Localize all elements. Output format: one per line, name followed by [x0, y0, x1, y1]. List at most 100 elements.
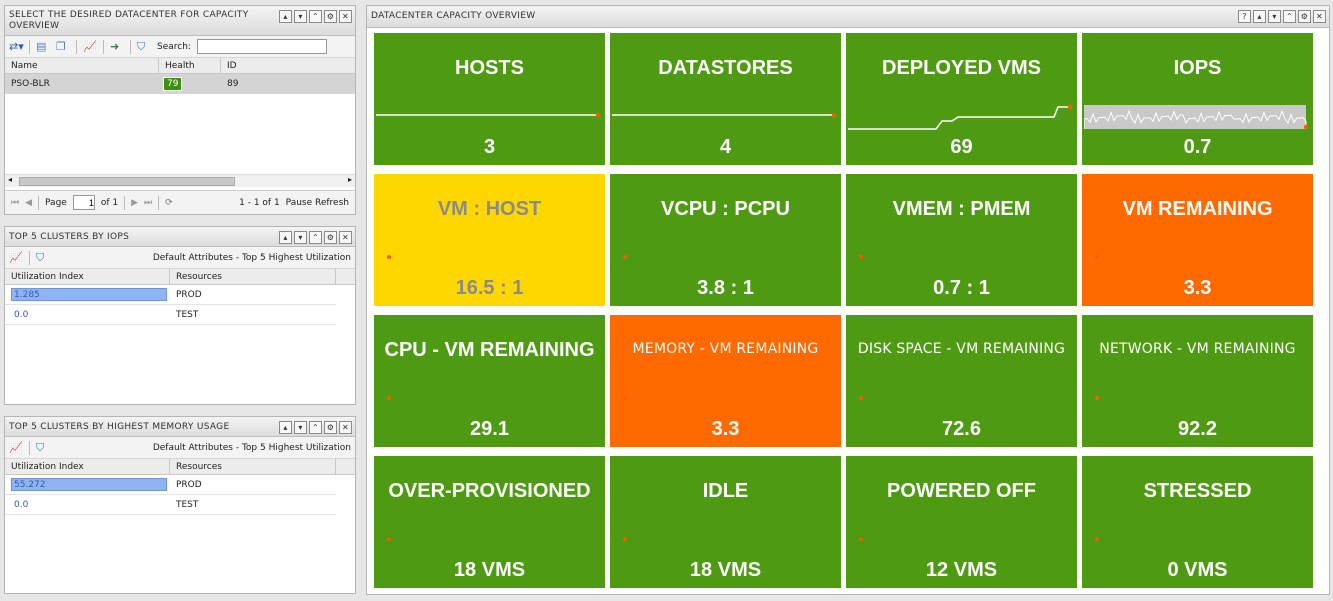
maximize-icon[interactable]: ⌃: [1283, 10, 1296, 23]
column-header-id[interactable]: ID: [227, 61, 237, 71]
chart-icon[interactable]: 📈: [83, 39, 97, 53]
window-controls: ? ▴ ▾ ⌃ ⚙ ✕: [1238, 10, 1326, 23]
window-controls: ▴ ▾ ⌃ ⚙ ✕: [279, 10, 352, 23]
help-icon[interactable]: ?: [1238, 10, 1251, 23]
pause-refresh-button[interactable]: Pause Refresh: [285, 197, 349, 208]
search-label: Search:: [157, 41, 191, 52]
export-icon[interactable]: ▤: [36, 39, 47, 53]
scroll-right-icon[interactable]: ▸: [347, 175, 352, 184]
last-page-icon[interactable]: ⏭: [144, 197, 153, 208]
tile-value: 18 VMS: [689, 559, 762, 581]
table-row[interactable]: 0.0 TEST: [5, 305, 336, 325]
chart-icon[interactable]: 📈: [9, 250, 23, 264]
sparkline: [1084, 105, 1309, 130]
tile-title: MEMORY - VM REMAINING: [632, 341, 819, 357]
prev-page-icon[interactable]: ◀: [25, 197, 33, 208]
table-row[interactable]: 55.272 PROD: [5, 475, 336, 495]
close-icon[interactable]: ✕: [339, 10, 352, 23]
tile-title: CPU - VM REMAINING: [384, 339, 595, 361]
collapse-down-icon[interactable]: ▾: [1268, 10, 1281, 23]
utilization-cell: 0.0: [5, 495, 170, 514]
panel-header: SELECT THE DESIRED DATACENTER FOR CAPACI…: [5, 6, 355, 36]
page-input[interactable]: [72, 195, 95, 210]
sparkline-end-dot: [1303, 124, 1309, 130]
settings-icon[interactable]: ⚙: [1298, 10, 1311, 23]
maximize-icon[interactable]: ⌃: [309, 231, 322, 244]
column-header-resources[interactable]: Resources: [170, 459, 336, 474]
table-row[interactable]: 0.0 TEST: [5, 495, 336, 515]
tile-over-provisioned[interactable]: OVER-PROVISIONED 18 VMS: [374, 456, 605, 588]
next-page-icon[interactable]: ▶: [131, 197, 139, 208]
collapse-up-icon[interactable]: ▴: [279, 421, 292, 434]
close-icon[interactable]: ✕: [339, 231, 352, 244]
maximize-icon[interactable]: ⌃: [309, 421, 322, 434]
link-dropdown-icon[interactable]: ⇄▾: [9, 39, 24, 53]
collapse-up-icon[interactable]: ▴: [1253, 10, 1266, 23]
scroll-left-icon[interactable]: ◂: [8, 175, 13, 184]
collapse-up-icon[interactable]: ▴: [279, 231, 292, 244]
sparkline: [376, 112, 601, 118]
settings-icon[interactable]: ⚙: [324, 231, 337, 244]
collapse-down-icon[interactable]: ▾: [294, 10, 307, 23]
tile-title: STRESSED: [1143, 480, 1252, 502]
close-icon[interactable]: ✕: [1313, 10, 1326, 23]
column-header-resources[interactable]: Resources: [170, 269, 336, 284]
attributes-label: Default Attributes - Top 5 Highest Utili…: [152, 252, 351, 263]
status-dot: [1095, 255, 1099, 259]
navigate-icon[interactable]: ➜: [110, 39, 120, 53]
capacity-overview-panel: DATACENTER CAPACITY OVERVIEW ? ▴ ▾ ⌃ ⚙ ✕…: [366, 5, 1330, 595]
status-dot: [1095, 537, 1099, 541]
table-row[interactable]: 1.285 PROD: [5, 285, 336, 305]
filter-icon[interactable]: ⛉: [36, 250, 45, 264]
horizontal-scrollbar[interactable]: ◂ ▸: [5, 174, 355, 187]
dc-toolbar: ⇄▾ ▤ ❐ 📈 ➜ ⛉ Search:: [5, 36, 355, 58]
filter-icon[interactable]: ⛉: [36, 440, 45, 454]
search-input[interactable]: [196, 39, 327, 54]
collapse-down-icon[interactable]: ▾: [294, 421, 307, 434]
collapse-down-icon[interactable]: ▾: [294, 231, 307, 244]
refresh-icon[interactable]: ⟳: [165, 197, 173, 208]
column-header-name[interactable]: Name: [5, 58, 159, 73]
sparkline-end-dot: [1067, 104, 1073, 110]
tile-vm-remaining[interactable]: VM REMAINING 3.3: [1082, 174, 1313, 306]
tile-value: 18 VMS: [453, 559, 526, 581]
iops-toolbar: 📈 ⛉ Default Attributes - Top 5 Highest U…: [5, 247, 355, 269]
table-row[interactable]: PSO-BLR 79 89: [5, 74, 355, 94]
sparkline: [612, 112, 837, 118]
tile-title: DATASTORES: [658, 57, 793, 79]
copy-icon[interactable]: ❐: [56, 39, 66, 53]
tile-title: OVER-PROVISIONED: [388, 480, 591, 502]
tile-value: 3.3: [1183, 277, 1212, 299]
column-header-utilization[interactable]: Utilization Index: [5, 459, 170, 474]
column-header-health[interactable]: Health: [159, 58, 221, 73]
close-icon[interactable]: ✕: [339, 421, 352, 434]
first-page-icon[interactable]: ⏮: [11, 197, 20, 208]
datacenter-selector-panel: SELECT THE DESIRED DATACENTER FOR CAPACI…: [4, 5, 356, 215]
maximize-icon[interactable]: ⌃: [309, 10, 322, 23]
dc-grid-header: Name Health ID: [5, 58, 355, 74]
settings-icon[interactable]: ⚙: [324, 421, 337, 434]
datacenter-id: 89: [227, 79, 239, 89]
collapse-up-icon[interactable]: ▴: [279, 10, 292, 23]
scroll-thumb[interactable]: [19, 177, 235, 186]
filter-icon[interactable]: ⛉: [137, 39, 146, 53]
tile-title: VM REMAINING: [1122, 198, 1273, 220]
column-header-utilization[interactable]: Utilization Index: [5, 269, 170, 284]
chart-icon[interactable]: 📈: [9, 440, 23, 454]
settings-icon[interactable]: ⚙: [324, 10, 337, 23]
window-controls: ▴ ▾ ⌃ ⚙ ✕: [279, 231, 352, 244]
